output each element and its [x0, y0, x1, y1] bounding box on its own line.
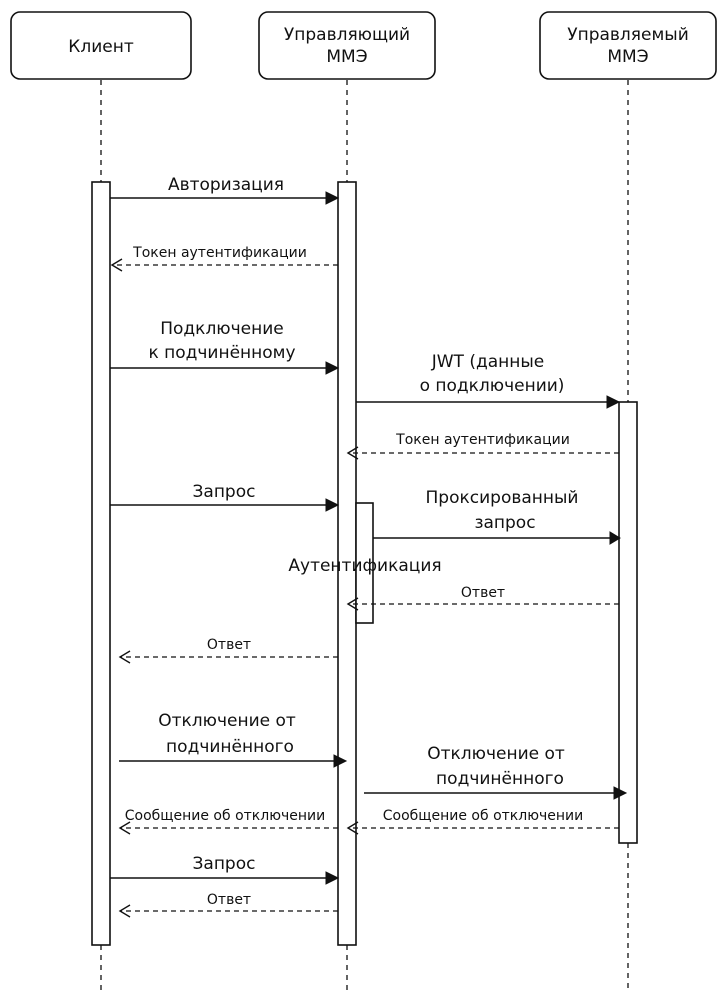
message-authorization: Авторизация	[110, 175, 340, 205]
message-label-line1: Подключение	[160, 319, 284, 339]
message-label: Сообщение об отключении	[383, 808, 583, 824]
message-label-line1: Отключение от	[158, 711, 296, 731]
activation-controlling-authentication	[355, 502, 374, 624]
activation-controlled	[618, 401, 638, 844]
arrow-filled-icon	[325, 871, 340, 885]
message-label: Токен аутентификации	[132, 245, 307, 261]
message-label-line2: запрос	[474, 513, 535, 533]
participant-client: Клиент	[10, 11, 192, 80]
arrow-filled-icon	[325, 361, 340, 375]
message-connect-to-subordinate: Подключение к подчинённому	[110, 319, 340, 375]
message-jwt: JWT (данные о подключении)	[356, 352, 621, 409]
message-proxied-request: Проксированный запрос	[373, 488, 621, 545]
message-response-to-controlling: Ответ	[346, 585, 619, 611]
arrow-filled-icon	[613, 786, 628, 800]
message-disconnect-client: Отключение от подчинённого	[119, 711, 348, 768]
message-response-to-client: Ответ	[118, 637, 338, 664]
message-disconnect-notice-to-controlling: Сообщение об отключении	[346, 808, 619, 835]
arrow-filled-icon	[325, 498, 340, 512]
participant-controlling-label-line1: Управляющий	[284, 25, 410, 45]
participant-controlled: Управляемый ММЭ	[539, 11, 717, 80]
participant-controlling-label-line2: ММЭ	[326, 47, 367, 67]
participant-controlled-label-line1: Управляемый	[567, 25, 689, 45]
message-label: Ответ	[207, 892, 251, 908]
message-label-line1: Проксированный	[426, 488, 579, 508]
message-label: Ответ	[207, 637, 251, 653]
message-auth-token-to-client: Токен аутентификации	[110, 245, 338, 272]
authentication-annotation: Аутентификация	[288, 556, 441, 576]
message-disconnect-controlling: Отключение от подчинённого	[364, 744, 628, 800]
arrow-open-icon	[346, 446, 359, 460]
participant-client-label: Клиент	[68, 37, 134, 57]
message-response-2: Ответ	[118, 892, 338, 918]
message-label-line2: к подчинённому	[148, 343, 295, 363]
arrow-filled-icon	[333, 754, 348, 768]
message-label: Авторизация	[168, 175, 284, 195]
message-request-2: Запрос	[110, 854, 340, 885]
message-label: Запрос	[193, 482, 256, 502]
arrow-open-icon	[118, 821, 131, 835]
message-label-line1: Отключение от	[427, 744, 565, 764]
arrow-filled-icon	[606, 395, 621, 409]
message-label: Ответ	[461, 585, 505, 601]
message-label: Токен аутентификации	[395, 432, 570, 448]
participant-controlling: Управляющий ММЭ	[258, 11, 436, 80]
arrow-open-icon	[118, 650, 131, 664]
message-label: Запрос	[193, 854, 256, 874]
arrow-open-icon	[110, 258, 123, 272]
arrow-filled-icon	[609, 531, 621, 545]
arrow-open-icon	[118, 904, 131, 918]
message-label-line2: подчинённого	[166, 737, 294, 757]
message-disconnect-notice-to-client: Сообщение об отключении	[118, 808, 338, 835]
participant-controlled-label-line2: ММЭ	[607, 47, 648, 67]
message-label-line1: JWT (данные	[431, 352, 545, 372]
message-request: Запрос	[110, 482, 340, 512]
message-auth-token-to-controlling: Токен аутентификации	[346, 432, 619, 460]
arrow-open-icon	[346, 821, 359, 835]
activation-client	[91, 181, 111, 946]
message-label-line2: подчинённого	[436, 769, 564, 789]
message-label: Сообщение об отключении	[125, 808, 325, 824]
message-label-line2: о подключении)	[420, 376, 565, 396]
arrow-open-icon	[346, 597, 359, 611]
arrow-filled-icon	[325, 191, 340, 205]
